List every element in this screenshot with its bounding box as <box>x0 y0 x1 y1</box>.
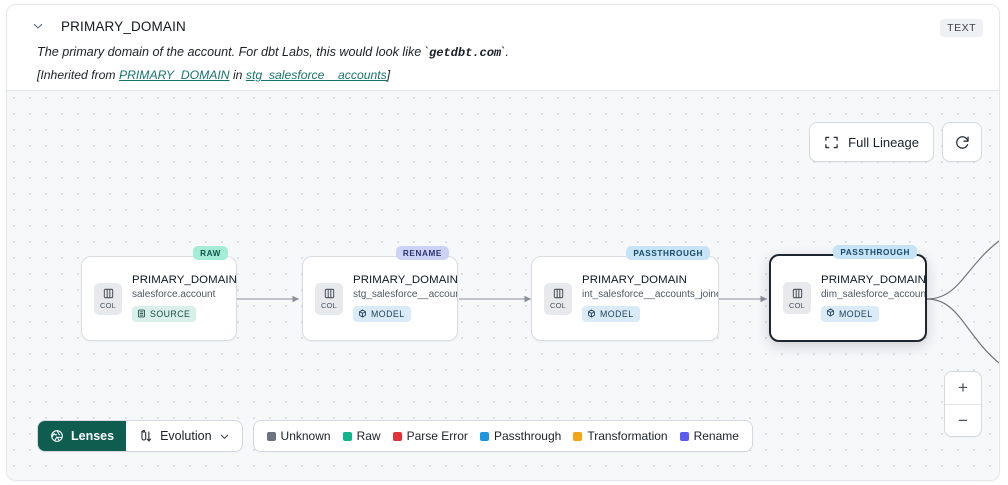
node-kind-label: MODEL <box>371 309 405 320</box>
node-subtitle: dim_salesforce_accounts <box>821 288 925 300</box>
col-icon: COL <box>544 282 572 315</box>
legend-label: Unknown <box>280 429 331 443</box>
description-code: getdbt.com <box>429 46 502 60</box>
type-badge: TEXT <box>940 19 983 37</box>
chevron-down-icon <box>219 431 230 442</box>
inherit-close-text: ] <box>386 68 391 83</box>
lineage-legend: Unknown Raw Parse Error Passthrough Tran… <box>252 420 753 452</box>
chevron-down-icon[interactable] <box>29 17 47 35</box>
zoom-controls: + − <box>944 371 982 437</box>
legend-label: Rename <box>693 429 739 443</box>
legend-label: Transformation <box>587 429 668 443</box>
node-kind-pill: MODEL <box>582 306 640 323</box>
legend-item: Passthrough <box>479 429 562 443</box>
refresh-icon <box>954 134 971 151</box>
legend-item: Rename <box>679 429 739 443</box>
legend-swatch-unknown <box>266 431 276 441</box>
database-icon <box>137 309 146 320</box>
canvas-bottom-bar: Lenses Evolution Unknown Raw <box>37 420 753 452</box>
node-title: PRIMARY_DOMAIN <box>582 274 687 287</box>
node-tag-2: PASSTHROUGH <box>626 246 710 260</box>
col-label: COL <box>320 301 338 310</box>
evolution-label: Evolution <box>160 429 212 443</box>
node-kind-pill: MODEL <box>353 306 411 323</box>
inherited-column-link[interactable]: PRIMARY_DOMAIN <box>118 68 230 83</box>
lenses-label: Lenses <box>71 429 115 443</box>
legend-swatch-rename <box>679 431 689 441</box>
zoom-out-button[interactable]: − <box>945 404 981 436</box>
node-kind-label: MODEL <box>839 308 873 319</box>
node-subtitle: int_salesforce__accounts_joined <box>582 289 718 301</box>
column-detail-panel: PRIMARY_DOMAIN TEXT The primary domain o… <box>6 4 1000 481</box>
inherit-mid-text: in <box>229 68 246 83</box>
node-title: PRIMARY_DOMAIN <box>821 273 925 286</box>
expand-corners-icon <box>824 135 839 150</box>
flask-arrow-icon <box>138 429 153 444</box>
node-tag-0: RAW <box>193 246 228 260</box>
description-prefix: The primary domain of the account. For d… <box>37 45 429 59</box>
inherit-open-text: [Inherited from <box>37 68 119 83</box>
cube-icon <box>587 309 596 320</box>
evolution-dropdown[interactable]: Evolution <box>126 421 241 451</box>
node-subtitle: salesforce.account <box>132 289 216 301</box>
legend-item: Unknown <box>266 429 331 443</box>
col-label: COL <box>99 301 117 310</box>
lineage-node-0[interactable]: RAW COL PRIMARY_DOMAIN__C salesforce.acc… <box>81 246 237 341</box>
legend-item: Raw <box>342 429 381 443</box>
node-kind-label: SOURCE <box>150 309 191 320</box>
node-subtitle: stg_salesforce__accounts <box>353 289 457 301</box>
col-label: COL <box>788 300 806 310</box>
node-tag-1: RENAME <box>395 246 449 260</box>
zoom-in-button[interactable]: + <box>958 378 968 397</box>
column-description: The primary domain of the account. For d… <box>7 35 999 61</box>
lineage-node-2[interactable]: PASSTHROUGH COL PRIMARY_DOMAIN int_sales… <box>531 246 719 341</box>
column-header: PRIMARY_DOMAIN TEXT The primary domain o… <box>7 5 999 90</box>
page-title: PRIMARY_DOMAIN <box>61 18 186 34</box>
col-icon: COL <box>315 282 343 315</box>
legend-swatch-parse-error <box>392 431 402 441</box>
node-kind-pill: MODEL <box>821 305 879 322</box>
lineage-canvas[interactable]: Full Lineage + − RAW <box>7 90 999 480</box>
col-icon: COL <box>94 282 122 315</box>
legend-swatch-transformation <box>573 431 583 441</box>
aperture-icon <box>50 429 64 443</box>
legend-label: Parse Error <box>406 429 468 443</box>
legend-item: Parse Error <box>392 429 468 443</box>
legend-swatch-passthrough <box>479 431 489 441</box>
cube-icon <box>826 308 835 319</box>
full-lineage-button[interactable]: Full Lineage <box>809 122 934 162</box>
canvas-toolbar: Full Lineage <box>809 122 982 162</box>
description-suffix: `. <box>501 45 509 59</box>
full-lineage-label: Full Lineage <box>848 134 919 150</box>
legend-swatch-raw <box>342 431 352 441</box>
col-icon: COL <box>783 282 811 314</box>
lenses-button[interactable]: Lenses <box>38 421 127 451</box>
node-kind-pill: SOURCE <box>132 306 197 323</box>
node-title: PRIMARY_DOMAIN <box>353 274 457 287</box>
node-title: PRIMARY_DOMAIN__C <box>132 274 236 287</box>
node-tag-3: PASSTHROUGH <box>833 245 917 259</box>
lineage-node-1[interactable]: RENAME COL PRIMARY_DOMAIN stg_salesforce… <box>302 246 458 341</box>
legend-item: Transformation <box>573 429 668 443</box>
col-label: COL <box>549 301 567 310</box>
node-kind-label: MODEL <box>600 309 634 320</box>
lineage-node-3[interactable]: PASSTHROUGH COL PRIMARY_DOMAIN dim_sales… <box>769 245 927 342</box>
inherited-from-line: [Inherited from PRIMARY_DOMAIN in stg_sa… <box>7 61 999 82</box>
legend-label: Raw <box>356 429 381 443</box>
refresh-button[interactable] <box>942 122 982 162</box>
inherited-model-link[interactable]: stg_salesforce__accounts <box>245 68 387 83</box>
lenses-segmented-control: Lenses Evolution <box>37 420 243 452</box>
legend-label: Passthrough <box>493 429 562 443</box>
cube-icon <box>358 309 367 320</box>
